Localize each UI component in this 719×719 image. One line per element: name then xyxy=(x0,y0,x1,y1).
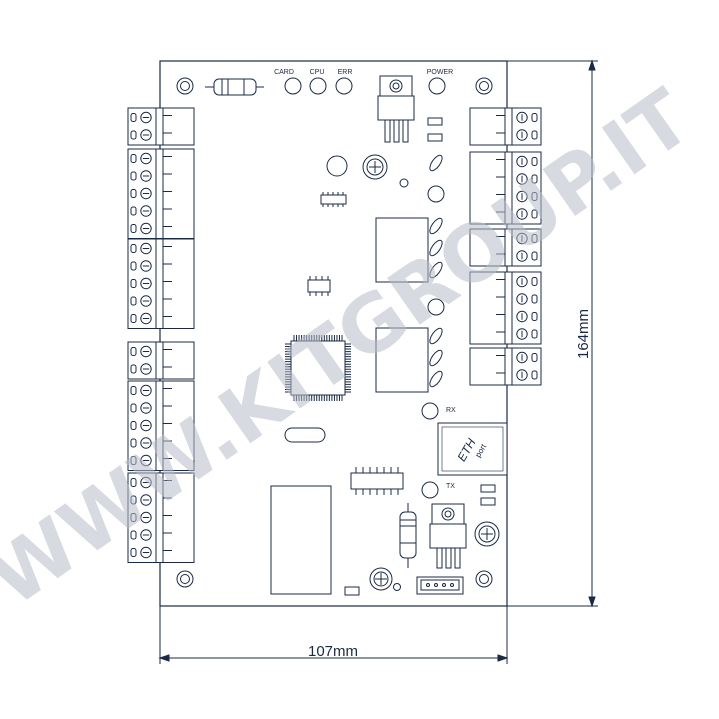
terminal-screw xyxy=(140,546,152,559)
card-label: CARD xyxy=(274,69,294,76)
err-led xyxy=(335,77,353,95)
pin-header xyxy=(416,576,464,595)
terminal-screw xyxy=(140,260,152,272)
height-dimension-line xyxy=(507,59,598,608)
mounting-hole-bottom-left xyxy=(176,570,194,588)
cpu-label: CPU xyxy=(310,69,325,76)
optocoupler xyxy=(307,276,331,296)
tx-label: TX xyxy=(446,483,455,490)
terminal-screw xyxy=(140,295,152,307)
trimmer-potentiometer xyxy=(362,154,388,180)
terminal-block-left-4 xyxy=(127,341,195,380)
terminal-screw xyxy=(516,328,528,340)
card-led xyxy=(284,77,302,95)
terminal-screw xyxy=(140,242,152,255)
terminal-block-left-1 xyxy=(127,107,195,146)
smd-component-bottom xyxy=(344,586,360,596)
terminal-screw xyxy=(516,369,528,381)
terminal-screw xyxy=(140,402,152,414)
err-label: ERR xyxy=(338,69,353,76)
smd-component-tx xyxy=(480,484,496,506)
diode-column xyxy=(427,154,445,388)
cpu-led xyxy=(309,77,327,95)
terminal-screw xyxy=(140,152,152,165)
crystal-oscillator xyxy=(284,427,326,443)
voltage-regulator-top xyxy=(377,75,415,143)
terminal-screw xyxy=(140,312,152,325)
rx-led xyxy=(421,402,439,420)
terminal-screw xyxy=(516,111,528,124)
terminal-screw xyxy=(140,129,152,141)
relay-2 xyxy=(375,327,429,393)
terminal-screw xyxy=(140,363,152,375)
power-led xyxy=(428,77,446,95)
capacitor-small xyxy=(326,155,348,177)
terminal-screw xyxy=(140,345,152,358)
width-dimension-label: 107mm xyxy=(308,643,358,660)
terminal-screw xyxy=(140,277,152,290)
relay-1 xyxy=(375,217,429,283)
height-dimension-label: 164mm xyxy=(575,309,592,359)
tx-led xyxy=(421,481,439,499)
terminal-screw xyxy=(140,111,152,124)
terminal-block-left-2 xyxy=(127,148,195,239)
terminal-screw xyxy=(140,170,152,182)
terminal-block-left-6 xyxy=(127,472,195,563)
microcontroller-chip xyxy=(285,335,351,401)
terminal-screw xyxy=(516,351,528,364)
terminal-blocks xyxy=(127,107,542,563)
rx-label: RX xyxy=(446,407,456,414)
mounting-hole-top-left xyxy=(176,77,194,95)
terminal-screw xyxy=(140,187,152,200)
terminal-block-left-3 xyxy=(127,238,195,329)
terminal-block-right-4 xyxy=(469,271,542,345)
resistor-top xyxy=(205,78,264,96)
terminal-screw xyxy=(140,384,152,397)
trimmer-bottom-right xyxy=(474,521,500,547)
power-label: POWER xyxy=(427,69,453,76)
mounting-hole-bottom-right xyxy=(475,570,493,588)
resistor-vertical xyxy=(399,503,417,568)
ethernet-port: ETH port xyxy=(437,422,508,476)
ic-dip-chip xyxy=(350,467,404,495)
width-dimension-line xyxy=(158,606,509,664)
terminal-screw xyxy=(516,310,528,323)
voltage-regulator-bottom xyxy=(429,503,467,569)
tiny-component-bottom xyxy=(393,583,401,591)
terminal-screw xyxy=(516,293,528,305)
trimmer-bottom-left xyxy=(369,567,393,591)
sd-card-slot xyxy=(270,485,332,595)
terminal-screw xyxy=(140,222,152,235)
terminal-screw xyxy=(516,129,528,141)
terminal-block-right-2 xyxy=(469,151,542,225)
terminal-block-right-3 xyxy=(469,228,542,267)
ic-small-chip xyxy=(320,192,347,207)
tiny-component xyxy=(399,178,409,188)
terminal-block-left-5 xyxy=(127,380,195,471)
smd-component-top xyxy=(427,117,443,142)
terminal-block-right-1 xyxy=(469,107,542,146)
terminal-block-right-5 xyxy=(469,347,542,386)
terminal-screw xyxy=(140,205,152,217)
mounting-hole-top-right xyxy=(475,77,493,95)
